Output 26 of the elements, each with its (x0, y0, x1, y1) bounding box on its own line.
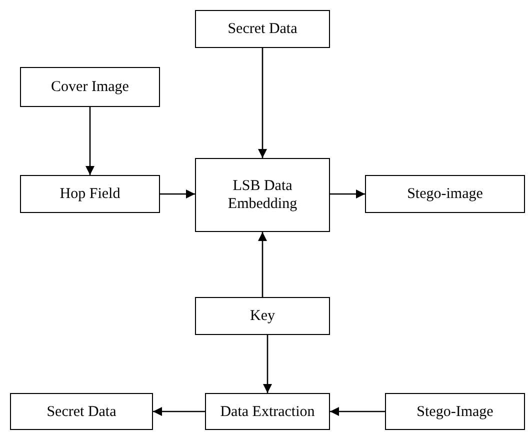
box-label: Hop Field (58, 185, 122, 203)
arrow (160, 189, 195, 199)
arrow (258, 48, 268, 158)
arrow (258, 232, 268, 297)
process-box (20, 67, 160, 107)
box-label: Cover Image (50, 78, 130, 96)
arrow (262, 335, 272, 393)
process-box (385, 393, 525, 430)
arrow (330, 406, 385, 416)
box-label: Secret Data (226, 20, 298, 38)
box-label: Key (249, 307, 276, 325)
process-box (205, 393, 330, 430)
process-box (10, 393, 153, 430)
process-box (195, 297, 330, 335)
arrow (85, 107, 95, 175)
box-label: Stego-image (406, 185, 484, 203)
box-label: LSB Data Embedding (226, 177, 298, 213)
box-label: Secret Data (46, 402, 118, 420)
arrow (330, 189, 365, 199)
box-label: Stego-Image (416, 402, 494, 420)
process-box (365, 175, 525, 213)
box-label: Data Extraction (219, 402, 316, 420)
process-box (20, 175, 160, 213)
arrow (153, 406, 205, 416)
process-box (195, 10, 330, 48)
process-box (195, 158, 330, 232)
